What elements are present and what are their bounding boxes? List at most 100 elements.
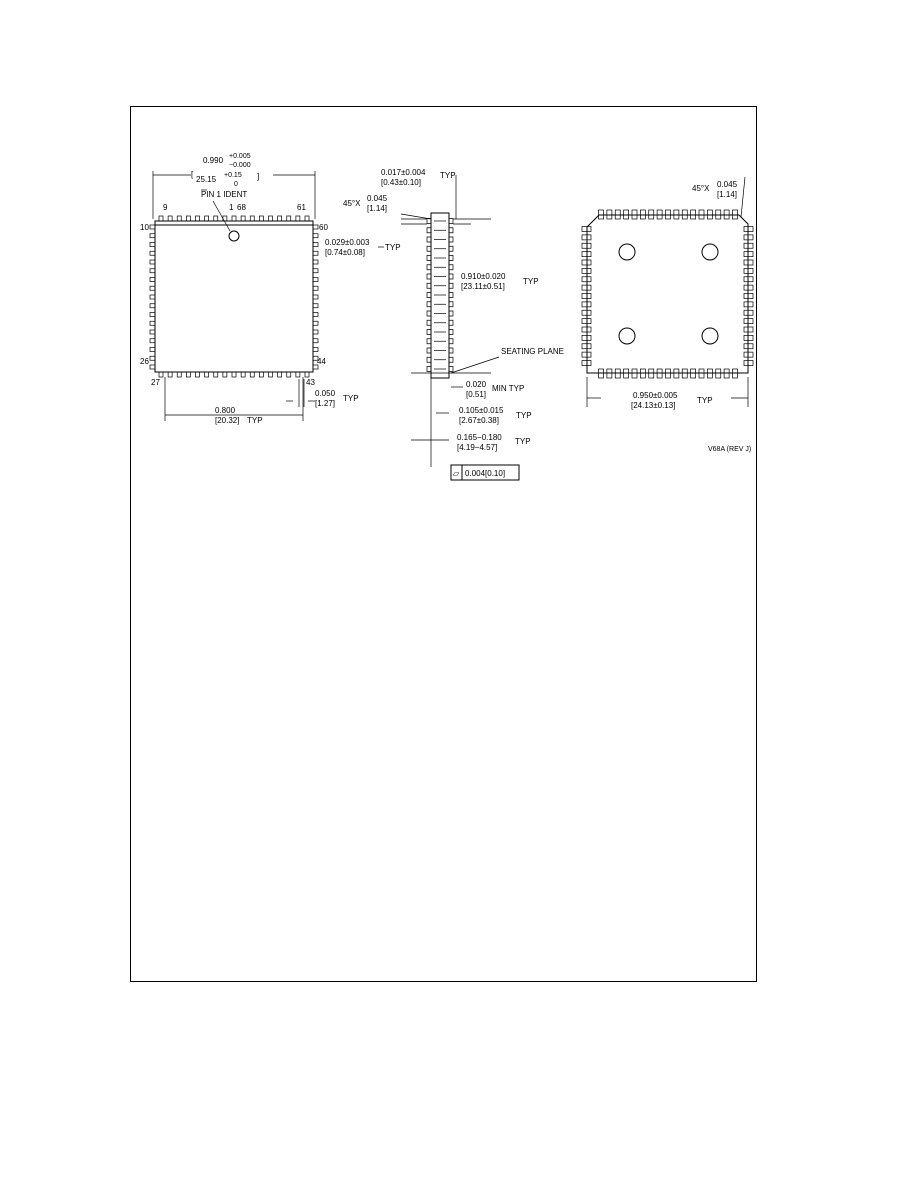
side-lead-right [449,264,454,271]
drawing-frame: 0.990 +0.005 −0.000 [ 25.15 +0.15 0 ] PI… [130,106,757,982]
lead-thickness-typ: TYP [385,243,401,252]
side-lead-right [449,218,454,224]
lead-bottom [249,371,255,378]
lead-top [204,215,209,222]
bottom-lead-bottom [715,368,722,379]
lead-bottom [286,371,292,378]
side-lead-left [426,245,431,252]
ejector-pin-mark-2 [701,243,719,261]
lead-bottom [176,371,182,378]
bottom-lead-left [581,301,592,308]
side-chamfer-dim: 0.045 [367,194,388,203]
lead-top [259,215,264,222]
side-lead-left [426,264,431,271]
lead-left [149,294,156,300]
lead-bottom [268,371,273,378]
body-dim-mm: [23.11±0.51] [461,282,505,291]
pitch-dim-mm: [1.27] [315,399,335,408]
pin-label-43: 43 [306,378,315,387]
bottom-lead-right [743,301,754,308]
bottom-lead-bottom [640,368,646,379]
lead-left [149,285,156,291]
bottom-lead-top [656,209,663,220]
bottom-lead-bottom [665,368,671,379]
h2-dim-mm: [4.19−4.57] [457,443,497,452]
bottom-lead-top [648,209,655,220]
bottom-lead-right [743,335,754,341]
side-lead-right [449,347,454,354]
bottom-lead-top [640,209,646,220]
bottom-lead-top [665,209,671,220]
bottom-lead-right [743,351,754,358]
lead-bottom [195,371,200,378]
side-lead-right [449,301,454,308]
base-dim: 0.800 [215,406,236,415]
lead-top [286,215,292,222]
lead-bottom [222,371,228,378]
lead-top [167,215,173,222]
lead-left [149,233,156,239]
pin-label-10: 10 [140,223,149,232]
side-lead-right [449,366,454,372]
side-lead-right [449,245,454,252]
bottom-lead-bottom [698,368,705,379]
pin-label-60: 60 [319,223,328,232]
lead-bottom [304,371,310,378]
lead-right [312,277,319,282]
lead-bottom [204,371,209,378]
lead-top [176,215,182,222]
bottom-lead-left [581,242,592,249]
side-lead-right [449,227,454,234]
side-lead-right [449,292,454,298]
bottom-lead-left [581,226,592,232]
lead-right [312,285,319,291]
lead-right [312,224,319,230]
bottom-lead-bottom [598,368,604,379]
lead-top [268,215,273,222]
bottom-chamfer-mm: [1.14] [717,190,737,199]
bottom-lead-top [598,209,604,220]
side-chamfer-mm: [1.14] [367,204,387,213]
bottom-lead-right [743,343,754,350]
width-tol-mm-plus: +0.15 [224,172,242,179]
bottom-view-body [586,214,749,374]
side-lead-right [449,282,454,289]
pin-label-44: 44 [317,357,326,366]
bottom-width-typ: TYP [697,396,713,405]
lead-top [222,215,228,222]
body-dim: 0.910±0.020 [461,272,506,281]
bottom-lead-right [743,360,754,366]
h2-dim: 0.165−0.180 [457,433,502,442]
width-dim: 0.990 [203,156,224,165]
lead-right [312,312,319,317]
pin-label-26: 26 [140,357,149,366]
pin-label-27: 27 [151,378,160,387]
pin-label-61: 61 [297,203,306,212]
side-lead-right [449,273,454,280]
lead-top [158,215,164,222]
bottom-lead-left [581,293,592,299]
pin-label-9: 9 [163,203,168,212]
side-lead-left [426,273,431,280]
lead-width-dim: 0.017±0.004 [381,168,426,177]
lead-left [149,250,156,256]
h1-dim-mm: [2.67±0.38] [459,416,499,425]
lead-left [149,268,156,274]
pin1-ident-mark [228,230,240,242]
top-view: 0.990 +0.005 −0.000 [ 25.15 +0.15 0 ] PI… [140,153,401,425]
bottom-width-dim: 0.950±0.005 [633,391,678,400]
bottom-lead-left [581,360,592,366]
lead-top [231,215,237,222]
side-lead-right [449,338,454,345]
side-view-leads [426,218,454,372]
bottom-lead-left [581,326,592,333]
h2-typ: TYP [515,437,531,446]
lead-width-typ: TYP [440,171,456,180]
side-lead-right [449,329,454,335]
lead-width-dim-mm: [0.43±0.10] [381,178,421,187]
bottom-lead-left [581,268,592,274]
lead-left [149,242,156,247]
ejector-pin-mark-3 [618,327,636,345]
lead-right [312,347,319,352]
side-lead-right [449,319,454,326]
